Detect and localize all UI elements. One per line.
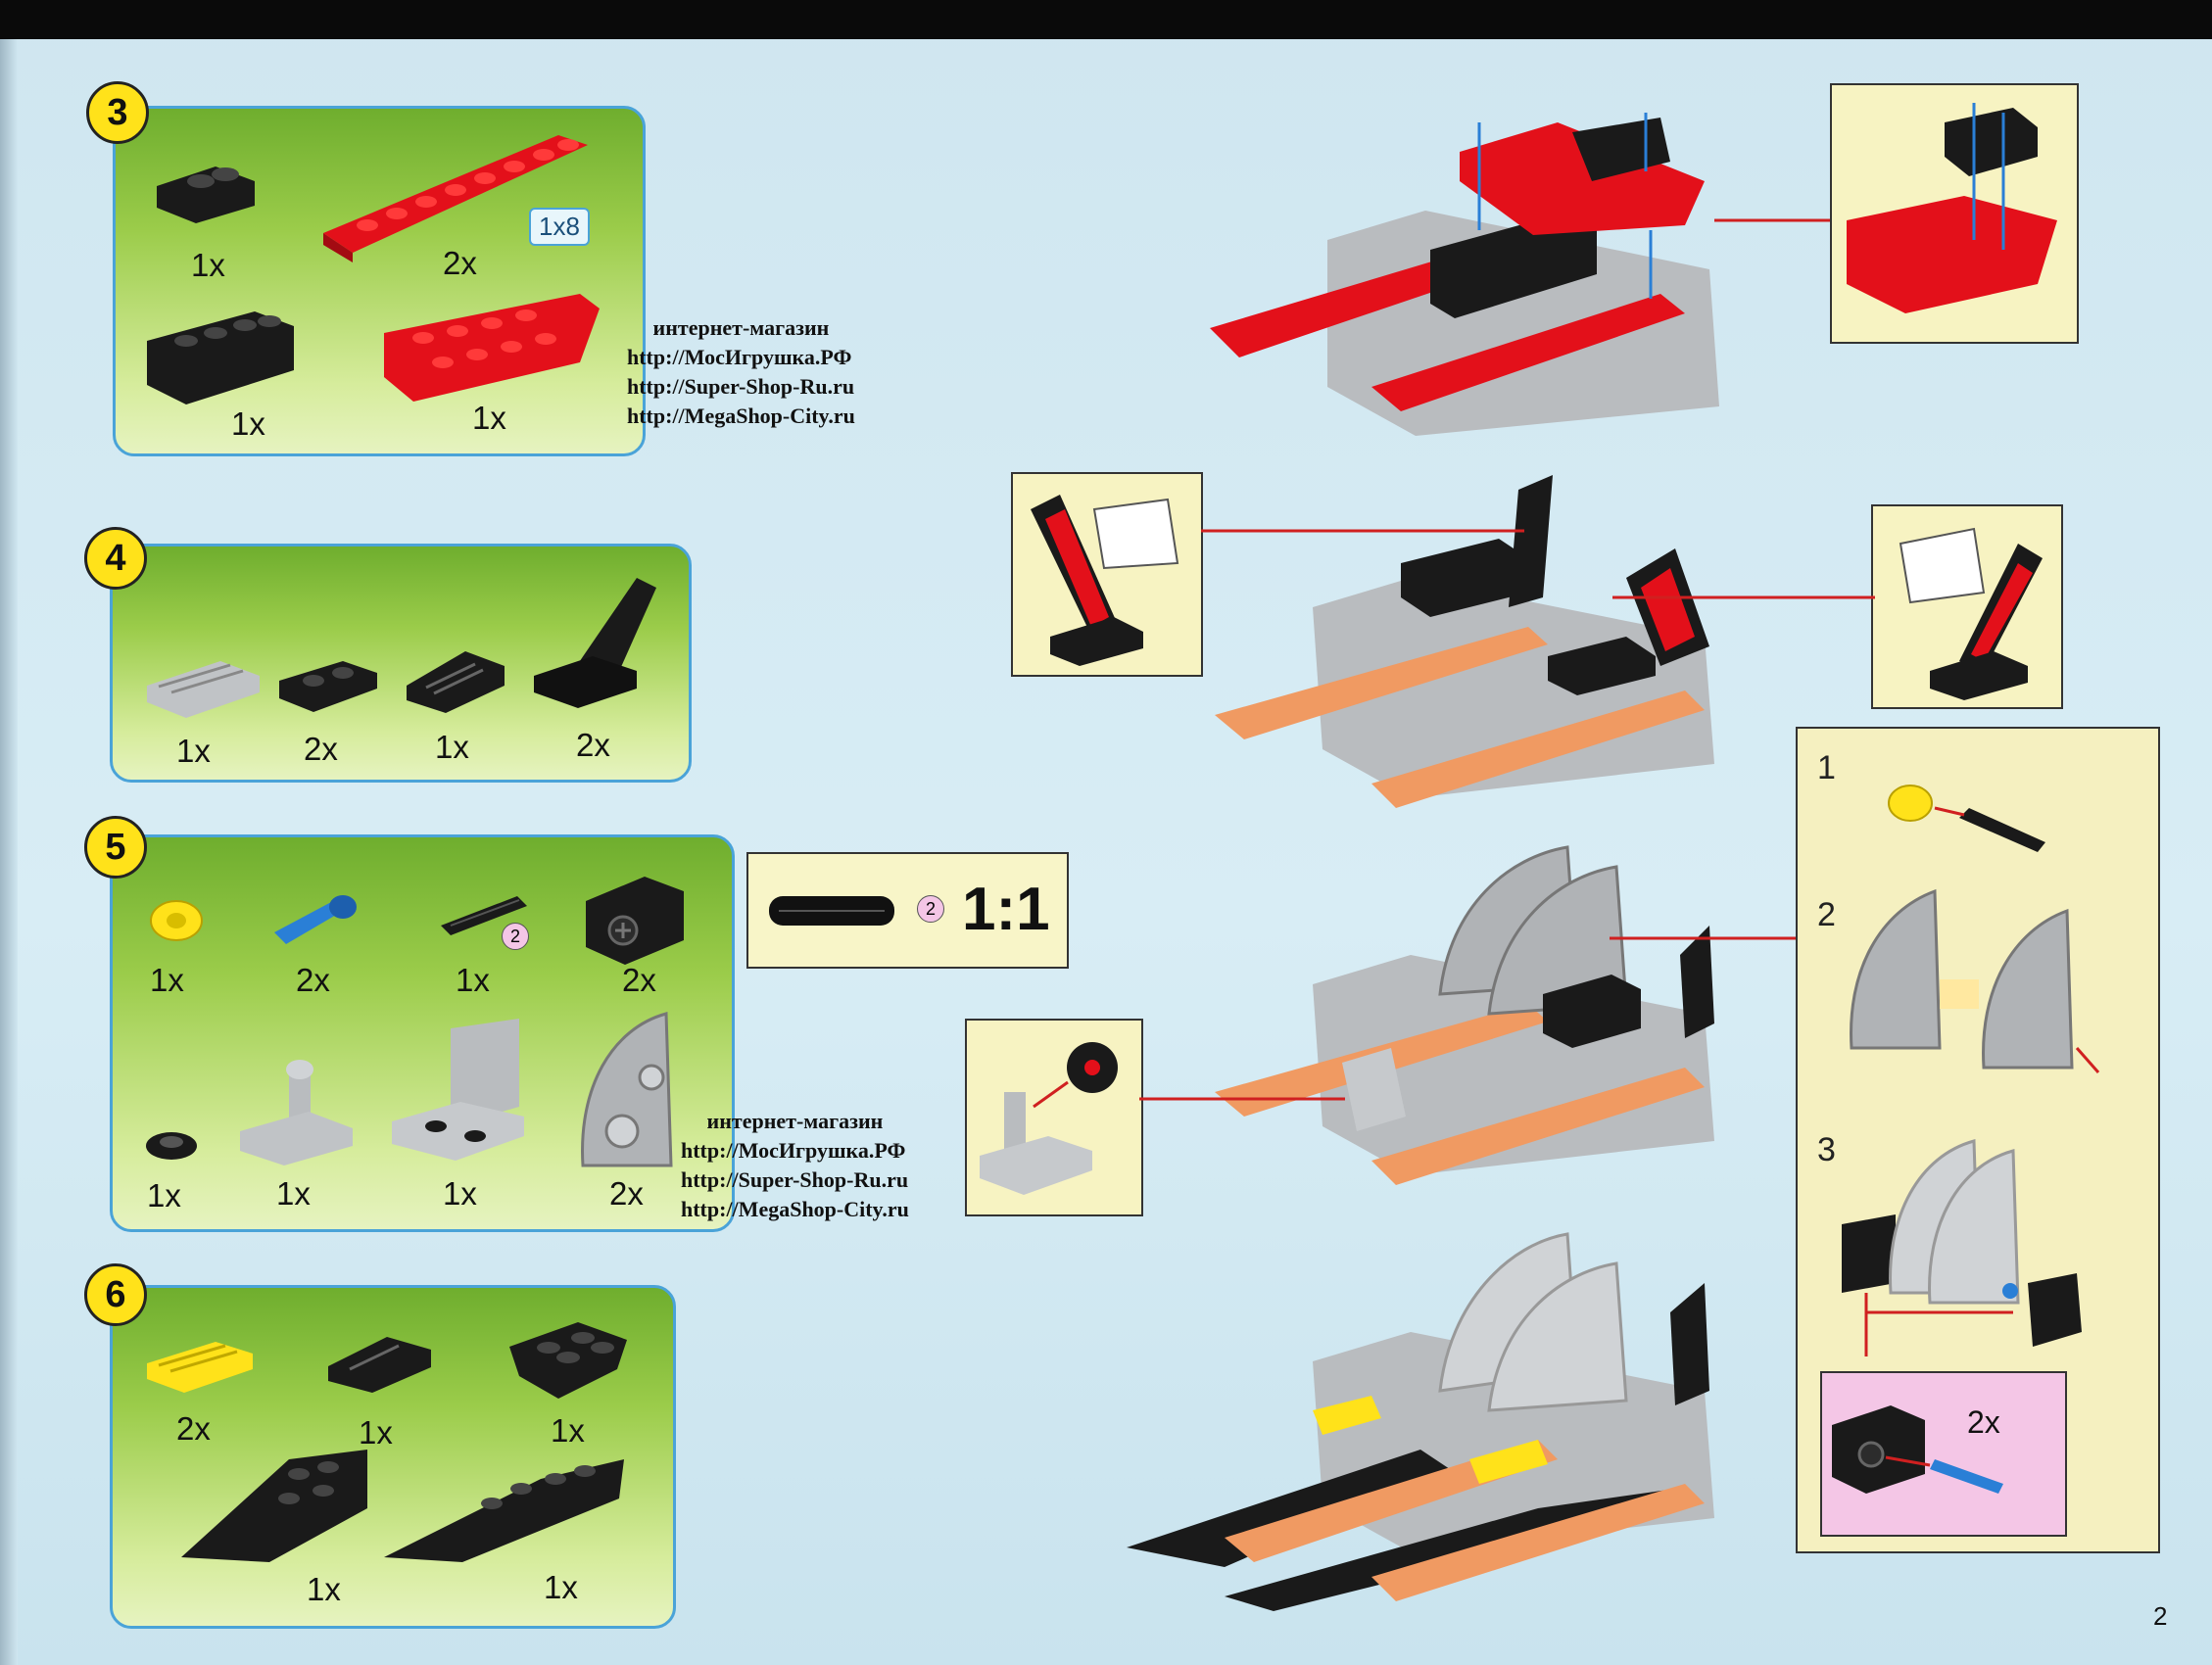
step-6-badge: 6	[84, 1263, 147, 1326]
black-technic-brick-icon	[586, 877, 684, 965]
assembly-step-5-boat	[1215, 845, 1714, 1185]
step-3-count-1: 1x	[191, 247, 225, 283]
black-boat-bow-left-icon	[181, 1450, 367, 1562]
steering-wheel-lever-icon	[980, 1042, 1118, 1195]
assembly-step-4-boat	[1215, 475, 1714, 808]
yellow-grille-tile-icon	[147, 1342, 253, 1393]
gray-grille-tile-icon	[147, 661, 260, 718]
step-5-count-7: 1x	[443, 1175, 477, 1212]
step-5-count-1: 1x	[150, 962, 184, 998]
step-6-count-3: 1x	[551, 1412, 585, 1449]
size-tag-1x8: 1x8	[529, 208, 590, 246]
watermark-link-1[interactable]: http://МосИгрушка.РФ	[681, 1138, 906, 1163]
technic-brick-with-pin-icon	[1832, 1405, 2003, 1494]
watermark-link-3[interactable]: http://MegaShop-City.ru	[681, 1197, 909, 1221]
black-boat-bow-right-icon	[384, 1459, 624, 1562]
quantity-mini-badge: 2	[502, 923, 529, 950]
sticker-fin-left-icon	[1031, 495, 1179, 666]
step-4-badge: 4	[84, 527, 147, 590]
watermark-middle: интернет-магазин http://МосИгрушка.РФ ht…	[681, 1107, 909, 1224]
step-4-count-2: 2x	[304, 731, 338, 767]
arrows-step-4	[1201, 529, 1875, 599]
step-6-count-5: 1x	[544, 1569, 578, 1605]
red-plate-1x8-icon	[323, 135, 588, 262]
scale-ratio: 1:1	[962, 876, 1050, 943]
watermark-link-2[interactable]: http://Super-Shop-Ru.ru	[681, 1167, 909, 1192]
step-6-count-4: 1x	[307, 1571, 341, 1607]
gray-lever-base-icon	[240, 1060, 353, 1166]
scan-left-edge	[0, 39, 18, 1665]
step-6-count-2: 1x	[359, 1414, 393, 1451]
step-3-badge: 3	[86, 81, 149, 144]
watermark-line-shop: интернет-магазин	[706, 1109, 884, 1133]
black-slope-grille-small-icon	[328, 1337, 431, 1393]
black-inverted-slope-icon	[509, 1322, 627, 1399]
step-5-count-6: 1x	[276, 1175, 311, 1212]
scan-top-edge	[0, 0, 2212, 39]
panel-with-technic-brick-icon	[1842, 1139, 2082, 1356]
step-5-count-4: 2x	[622, 962, 656, 998]
gray-technic-panel-icon	[581, 1012, 673, 1167]
watermark-line-shop: интернет-магазин	[652, 315, 830, 340]
subassembly-step-2-number: 2	[1817, 896, 1836, 933]
black-slope-brick-icon	[157, 166, 255, 223]
step-5-count-3: 1x	[456, 962, 490, 998]
black-brick-1x4-icon	[147, 311, 294, 404]
sticker-fin-right-icon	[1899, 527, 2043, 700]
yellow-bush-icon	[150, 900, 203, 941]
subassembly-step-1-number: 1	[1817, 749, 1836, 786]
step-3-count-3: 1x	[231, 405, 265, 442]
watermark-link-2[interactable]: http://Super-Shop-Ru.ru	[627, 374, 855, 399]
black-round-plate-icon	[146, 1132, 197, 1160]
step-5-count-2: 2x	[296, 962, 330, 998]
black-slope-grille-icon	[407, 651, 505, 713]
gray-seat-icon	[392, 1019, 524, 1161]
scale-quantity-badge: 2	[917, 895, 944, 923]
watermark-link-1[interactable]: http://МосИгрушка.РФ	[627, 345, 852, 369]
panel-pair-assembly-icon	[1850, 888, 2100, 1073]
assembly-step-3-boat	[1210, 113, 1837, 436]
page-number: 2	[2153, 1601, 2168, 1631]
watermark-top: интернет-магазин http://МосИгрушка.РФ ht…	[627, 313, 855, 431]
step-6-count-1: 2x	[176, 1410, 211, 1447]
axle-scale-1-1-icon	[769, 896, 894, 926]
step-4-count-4: 2x	[576, 727, 610, 763]
step-5-count-8: 2x	[609, 1175, 644, 1212]
step-5-badge: 5	[84, 816, 147, 879]
red-wedge-plate-icon	[384, 294, 600, 402]
subassembly-count: 2x	[1967, 1404, 2000, 1440]
step-5-count-5: 1x	[147, 1177, 181, 1213]
step-3-count-2: 2x	[443, 245, 477, 281]
callout-red-slope-parts	[1847, 103, 2057, 313]
step-4-count-1: 1x	[176, 733, 211, 769]
step-4-count-3: 1x	[435, 729, 469, 765]
subassembly-step-3-number: 3	[1817, 1131, 1836, 1168]
bush-and-axle-icon	[1888, 785, 2045, 852]
arrows-step-5	[1139, 936, 1801, 1101]
black-plate-1x2-icon	[279, 661, 377, 712]
step-3-count-4: 1x	[472, 400, 506, 436]
watermark-link-3[interactable]: http://MegaShop-City.ru	[627, 404, 855, 428]
black-tail-fin-icon	[534, 578, 656, 708]
blue-axle-pin-icon	[274, 895, 357, 944]
black-axle-icon	[441, 896, 527, 935]
assembly-step-6-boat	[1127, 1232, 1714, 1611]
